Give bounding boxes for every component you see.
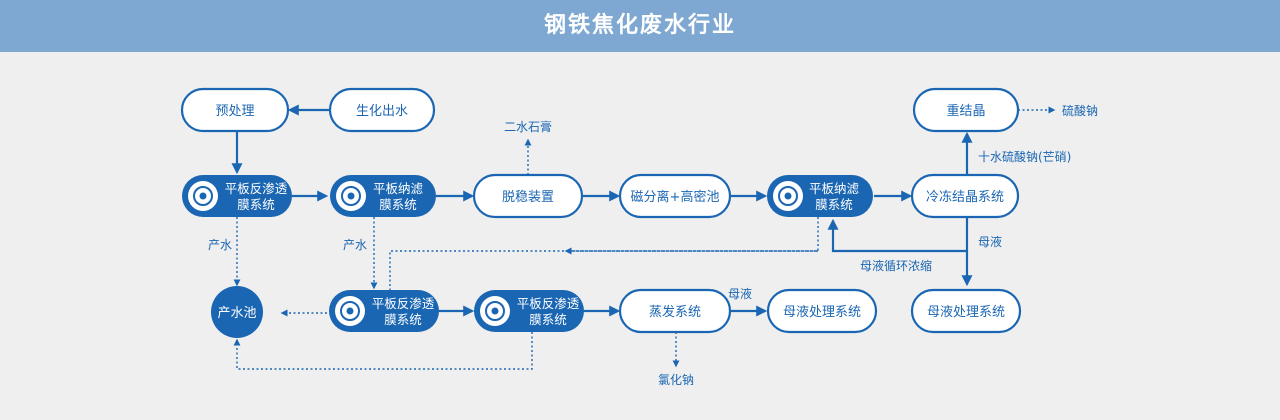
page-title: 钢铁焦化废水行业 [543, 13, 736, 38]
product-pool-node [211, 286, 263, 338]
box-biochem [328, 87, 436, 133]
box-mother2 [910, 288, 1022, 334]
module-nf2-label-b: 膜系统 [815, 197, 853, 212]
module-ro3-label-b: 膜系统 [529, 312, 567, 327]
module-ro3 [474, 290, 584, 332]
box-desulf [472, 173, 584, 219]
module-nf1-label-a: 平板纳滤 [373, 181, 424, 196]
label-product-water-1: 产水 [208, 238, 232, 252]
node-recryst-label: 重结晶 [946, 103, 985, 119]
arrow-ro3-to-pool [233, 332, 533, 370]
module-ro3-label-a: 平板反渗透 [517, 296, 580, 311]
module-ro1-label-b: 膜系统 [237, 197, 275, 212]
output-sodium-sulfate: 硫酸钠 [1062, 103, 1098, 118]
node-mother2-label: 母液处理系统 [927, 305, 1005, 320]
box-pretreat [180, 87, 290, 133]
module-ro1 [182, 175, 292, 217]
module-nf2-label-a: 平板纳滤 [809, 181, 860, 196]
product-pool-label: 产水池 [217, 306, 256, 321]
label-mirabilite: 十水硫酸钠(芒硝) [978, 149, 1071, 164]
box-evap [618, 288, 732, 334]
module-nf1-label-b: 膜系统 [379, 197, 417, 212]
box-mother1 [766, 288, 878, 334]
arrow-nf2-to-ro2 [389, 217, 819, 290]
arrow-mother-cycle [827, 218, 967, 253]
module-nf1 [330, 175, 436, 217]
module-ro2-label-b: 膜系统 [384, 312, 422, 327]
box-freeze [910, 173, 1020, 219]
module-ro1-label-a: 平板反渗透 [225, 181, 288, 196]
output-nacl: 氯化钠 [658, 372, 694, 387]
module-ro2 [329, 290, 439, 332]
node-mother1-label: 母液处理系统 [783, 305, 861, 320]
box-magsep [618, 173, 732, 219]
module-nf2 [767, 175, 873, 217]
box-recryst [912, 87, 1020, 133]
label-mother-liquor-1: 母液 [978, 234, 1002, 249]
module-ro2-label-a: 平板反渗透 [372, 296, 435, 311]
node-freeze-label: 冷冻结晶系统 [926, 189, 1004, 205]
node-magsep-label: 磁分离+高密池 [631, 189, 720, 205]
label-mother-liquor-2: 母液 [728, 286, 752, 301]
output-gypsum: 二水石膏 [504, 119, 552, 134]
header-bar: 钢铁焦化废水行业 [0, 0, 1280, 52]
node-desulf-label: 脱稳装置 [502, 189, 554, 205]
node-biochem-label: 生化出水 [356, 104, 408, 119]
label-mother-cycle: 母液循环浓缩 [860, 258, 932, 273]
node-pretreat-label: 预处理 [215, 104, 254, 119]
label-product-water-2: 产水 [343, 238, 367, 252]
node-evap-label: 蒸发系统 [649, 304, 701, 320]
